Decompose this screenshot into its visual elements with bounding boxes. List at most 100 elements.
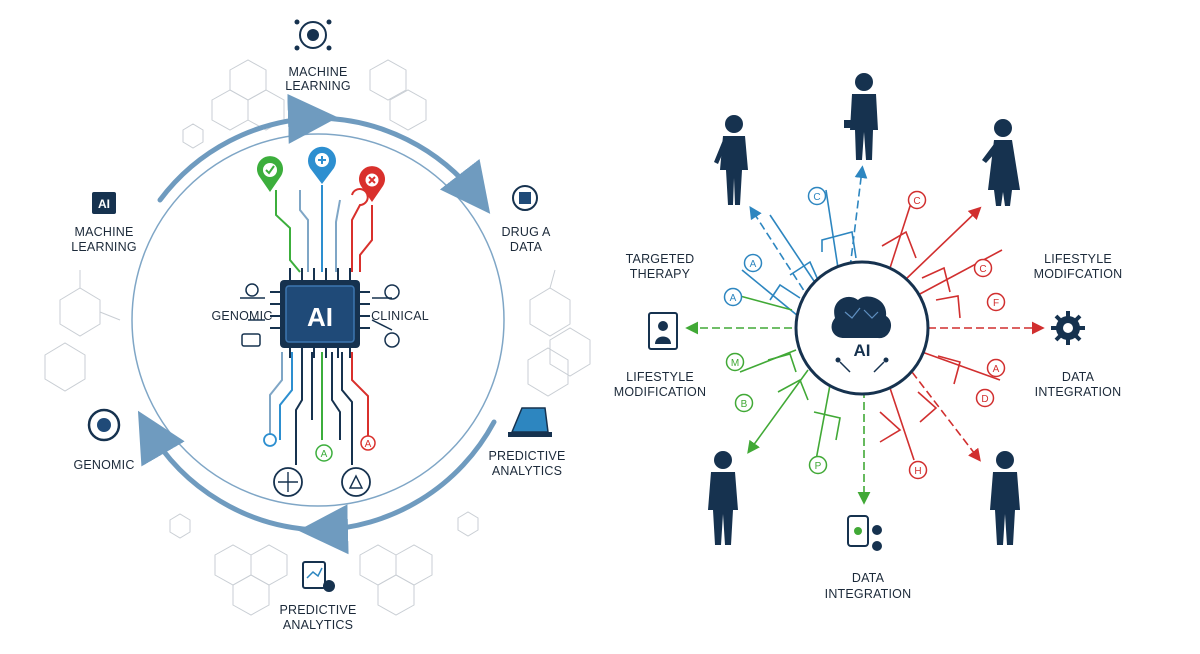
- svg-text:F: F: [993, 298, 999, 309]
- label-lifestyle-modifcation: LIFESTYLE: [1044, 252, 1112, 266]
- node-top-machine-learning: MACHINE LEARNING: [285, 19, 351, 93]
- tablet-molecule-icon: [847, 515, 882, 551]
- brain-icon: [831, 296, 892, 339]
- person-icon: [708, 451, 738, 545]
- ray-lines: [685, 165, 1045, 505]
- plus-icon: [318, 156, 326, 164]
- letter-tag-green: M: [725, 352, 745, 372]
- svg-text:C: C: [979, 264, 986, 275]
- gear-icon: [245, 283, 259, 297]
- cross-icon: [368, 176, 376, 184]
- letter-tag-red: A: [986, 358, 1006, 378]
- dna-gear-icon: [87, 408, 121, 442]
- person-icon: [990, 451, 1020, 545]
- person-silhouettes: [708, 73, 1020, 545]
- svg-text:C: C: [913, 196, 920, 207]
- svg-text:A: A: [365, 439, 372, 450]
- circuit-traces: [240, 185, 393, 465]
- svg-text:ANALYTICS: ANALYTICS: [283, 618, 353, 632]
- letter-tag-red: F: [986, 292, 1006, 312]
- svg-text:B: B: [741, 399, 748, 410]
- svg-text:A: A: [730, 293, 737, 304]
- letter-tag-blue: C: [807, 186, 827, 206]
- hub-ai-label: AI: [854, 341, 871, 360]
- node-left-machine-learning: AI MACHINE LEARNING: [71, 192, 137, 254]
- svg-text:P: P: [815, 461, 822, 472]
- profile-card-icon: [648, 312, 678, 350]
- svg-text:INTEGRATION: INTEGRATION: [1035, 385, 1122, 399]
- pin-plus: [308, 146, 336, 184]
- person-icon: [714, 115, 748, 205]
- chip-label-clinical: CLINICAL: [371, 309, 429, 323]
- right-ai-hub: AI: [794, 260, 930, 396]
- label-data-integration-bottom: DATA: [852, 571, 885, 585]
- letter-tag-red: H: [908, 460, 928, 480]
- node-right-drug-data: DRUG A DATA: [501, 185, 551, 254]
- chip-ai-label: AI: [307, 302, 333, 332]
- svg-text:MACHINE: MACHINE: [288, 65, 347, 79]
- label-lifestyle-modification: LIFESTYLE: [626, 370, 694, 384]
- brain-gear-icon: [299, 21, 327, 49]
- svg-text:ANALYTICS: ANALYTICS: [492, 464, 562, 478]
- bracket-shapes: [767, 230, 961, 443]
- chip-label-genomic: GENOMIC: [211, 309, 272, 323]
- letter-tag-red: C: [973, 258, 993, 278]
- right-diagram: AI C A A C C F A D H M B P: [614, 73, 1123, 601]
- gear-icon: [384, 284, 400, 300]
- svg-text:A: A: [321, 449, 328, 460]
- svg-text:MODIFICATION: MODIFICATION: [614, 385, 706, 399]
- node-right-predictive-analytics: PREDICTIVE ANALYTICS: [488, 407, 565, 478]
- label-targeted-therapy: TARGETED: [626, 252, 695, 266]
- svg-text:LEARNING: LEARNING: [71, 240, 137, 254]
- ai-chip-icon: [92, 192, 116, 214]
- svg-text:THERAPY: THERAPY: [630, 267, 691, 281]
- ai-chip: AI: [270, 268, 370, 358]
- node-left-genomic: GENOMIC: [73, 408, 134, 472]
- svg-text:A: A: [993, 364, 1000, 375]
- label-data-integration-right: DATA: [1062, 370, 1095, 384]
- svg-text:D: D: [981, 394, 988, 405]
- move-icon: [273, 467, 303, 497]
- person-icon: [844, 73, 878, 160]
- hexagon-decoration: [44, 59, 591, 616]
- svg-text:C: C: [813, 192, 820, 203]
- check-icon: [265, 165, 275, 175]
- svg-text:INTEGRATION: INTEGRATION: [825, 587, 912, 601]
- svg-text:M: M: [731, 358, 739, 369]
- gear-icon: [384, 332, 400, 348]
- network-gear-icon: [512, 185, 538, 211]
- trace-tag-red: A: [360, 435, 376, 451]
- letter-tag-green: B: [734, 393, 754, 413]
- svg-text:DATA: DATA: [510, 240, 543, 254]
- trace-tag-green: A: [315, 444, 333, 462]
- molecule-icon: [341, 467, 371, 497]
- svg-text:PREDICTIVE: PREDICTIVE: [279, 603, 356, 617]
- svg-text:H: H: [914, 466, 921, 477]
- svg-text:MODIFCATION: MODIFCATION: [1034, 267, 1123, 281]
- briefcase-icon: [241, 333, 261, 347]
- person-icon: [982, 119, 1020, 206]
- pin-check: [257, 156, 283, 192]
- letter-tag-red: D: [975, 388, 995, 408]
- cycle-arrows: [137, 93, 497, 555]
- laptop-chart-icon: [510, 407, 549, 433]
- letter-tag-red: C: [907, 190, 927, 210]
- letter-tag-blue: A: [723, 287, 743, 307]
- svg-text:DRUG A: DRUG A: [501, 225, 551, 239]
- chip-side-icons: [241, 283, 400, 348]
- svg-text:A: A: [750, 259, 757, 270]
- letter-tag-blue: A: [743, 253, 763, 273]
- pin-cross: [359, 166, 385, 202]
- gear-icon: [1051, 311, 1085, 345]
- svg-text:PREDICTIVE: PREDICTIVE: [488, 449, 565, 463]
- letter-tags: C A A C C F A D H M B P: [723, 186, 1006, 480]
- left-diagram: AI GENOMIC CLINICAL A A: [44, 19, 591, 632]
- report-gear-icon: [302, 561, 326, 589]
- svg-text:MACHINE: MACHINE: [74, 225, 133, 239]
- node-bottom-predictive-analytics: PREDICTIVE ANALYTICS: [279, 561, 356, 632]
- trace-end-nodes: [263, 433, 371, 497]
- svg-text:AI: AI: [98, 197, 110, 211]
- letter-tag-green: P: [808, 455, 828, 475]
- svg-text:GENOMIC: GENOMIC: [73, 458, 134, 472]
